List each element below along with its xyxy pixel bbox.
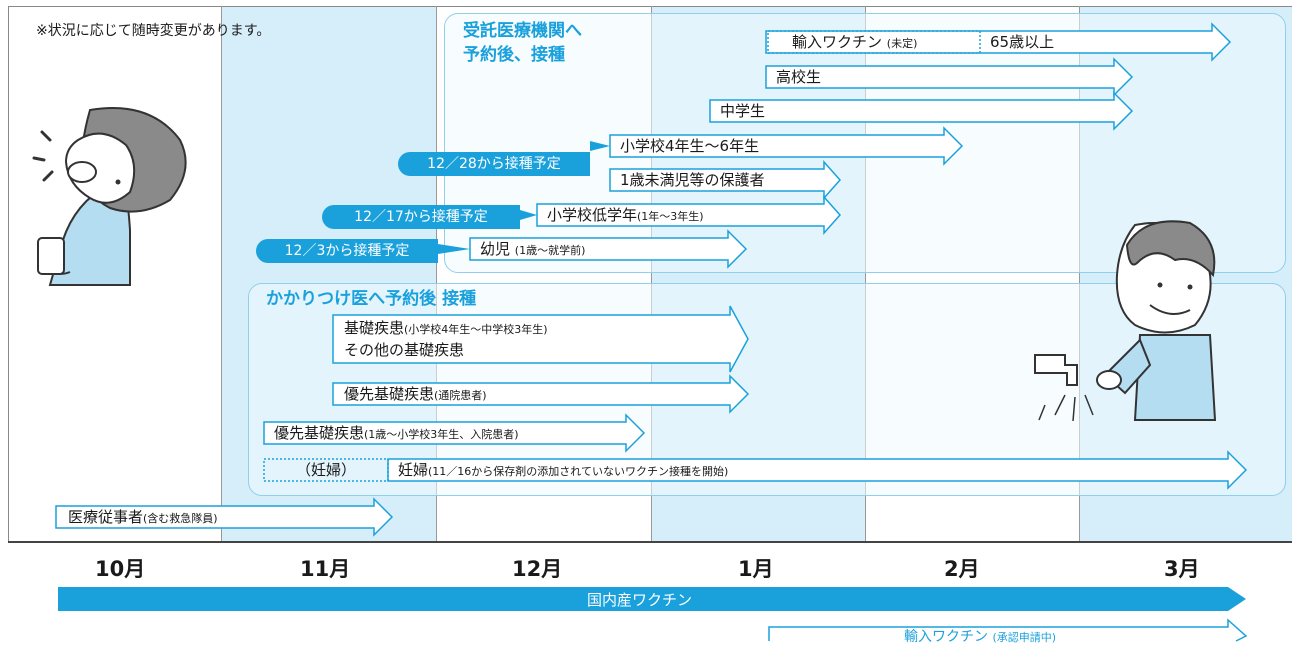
chart-top-border bbox=[8, 6, 1292, 7]
disclaimer-note: ※状況に応じて随時変更があります。 bbox=[36, 23, 271, 39]
bar-chronic-main: 基礎疾患(小学校4年生〜中学校3年生) bbox=[344, 319, 548, 337]
imported-vaccine-label: 輸入ワクチン (承認申請中) bbox=[904, 629, 1057, 645]
pill-dec28: 12／28から接種予定 bbox=[398, 152, 590, 176]
month-label-jan: 1月 bbox=[738, 557, 774, 581]
bar-elem-lower: 小学校低学年(1年〜3年生) bbox=[547, 206, 704, 224]
bar-chronic-other: その他の基礎疾患 bbox=[344, 341, 465, 359]
bar-pregnant-pre: （妊婦） bbox=[296, 461, 357, 479]
divider-dec bbox=[436, 6, 437, 542]
month-label-feb: 2月 bbox=[944, 557, 980, 581]
divider-mar bbox=[1079, 6, 1080, 542]
month-label-dec: 12月 bbox=[512, 557, 563, 581]
pill-dec3: 12／3から接種予定 bbox=[256, 239, 438, 263]
divider-nov bbox=[221, 6, 222, 542]
gargling-boy-illustration bbox=[32, 107, 187, 286]
bar-infant-guardian: 1歳未満児等の保護者 bbox=[620, 171, 765, 189]
month-label-oct: 10月 bbox=[95, 557, 146, 581]
bar-high-school: 高校生 bbox=[776, 68, 822, 86]
divider-jan bbox=[651, 6, 652, 542]
lower-section-title: かかりつけ医へ予約後 接種 bbox=[266, 289, 477, 309]
month-label-mar: 3月 bbox=[1164, 557, 1200, 581]
chart-left-border bbox=[8, 6, 9, 542]
bar-toddler: 幼児 (1歳〜就学前) bbox=[480, 240, 586, 258]
bar-age65: 65歳以上 bbox=[990, 33, 1055, 51]
bar-middle-school: 中学生 bbox=[720, 102, 766, 120]
bar-priority-outpatient: 優先基礎疾患(通院患者) bbox=[344, 385, 487, 403]
bar-imported-pending: 輸入ワクチン (未定) bbox=[792, 33, 918, 51]
bar-medical-staff: 医療従事者(含む救急隊員) bbox=[68, 508, 218, 526]
pill-dec17: 12／17から接種予定 bbox=[322, 205, 520, 229]
upper-section-title-2: 予約後、接種 bbox=[463, 45, 565, 65]
month-label-nov: 11月 bbox=[300, 557, 351, 581]
bar-elem-upper: 小学校4年生〜6年生 bbox=[620, 137, 760, 155]
bar-priority-inpatient: 優先基礎疾患(1歳〜小学校3年生、入院患者) bbox=[274, 424, 519, 442]
timeline-axis bbox=[8, 541, 1292, 543]
divider-feb bbox=[865, 6, 866, 542]
domestic-vaccine-label: 国内産ワクチン bbox=[587, 591, 693, 609]
bar-pregnant: 妊婦(11／16から保存剤の添加されていないワクチン接種を開始) bbox=[398, 461, 729, 479]
upper-section-title-1: 受託医療機関へ bbox=[463, 21, 582, 41]
handwashing-boy-illustration bbox=[1034, 220, 1217, 422]
